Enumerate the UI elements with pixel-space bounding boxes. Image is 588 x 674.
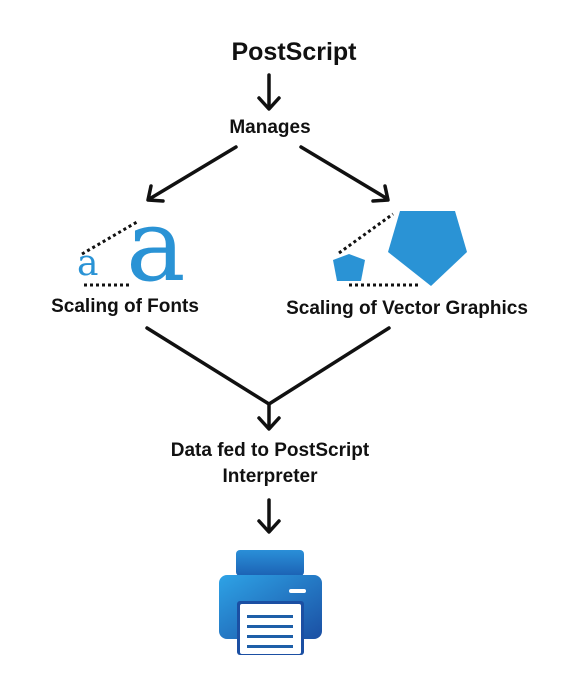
font-scale-guides	[81, 220, 138, 287]
manages-label: Manages	[229, 117, 311, 138]
large-a-glyph: a	[126, 187, 186, 304]
arrow-down-icon	[257, 73, 281, 111]
vector-scale-guides	[338, 212, 418, 287]
pentagon-icon	[388, 211, 467, 286]
scaling-fonts-label: Scaling of Fonts	[51, 296, 199, 317]
arrow-to-fonts	[146, 145, 238, 203]
pentagon-icon	[333, 254, 365, 281]
scaling-vector-label: Scaling of Vector Graphics	[286, 298, 528, 319]
arrow-down-icon	[257, 498, 281, 534]
small-a-glyph: a	[77, 243, 99, 284]
interpreter-label: Data fed to PostScript Interpreter	[170, 440, 370, 487]
printer-icon	[219, 550, 322, 655]
arrow-to-vector	[299, 145, 390, 203]
merge-lines	[145, 326, 391, 431]
diagram-title: PostScript	[231, 38, 357, 66]
